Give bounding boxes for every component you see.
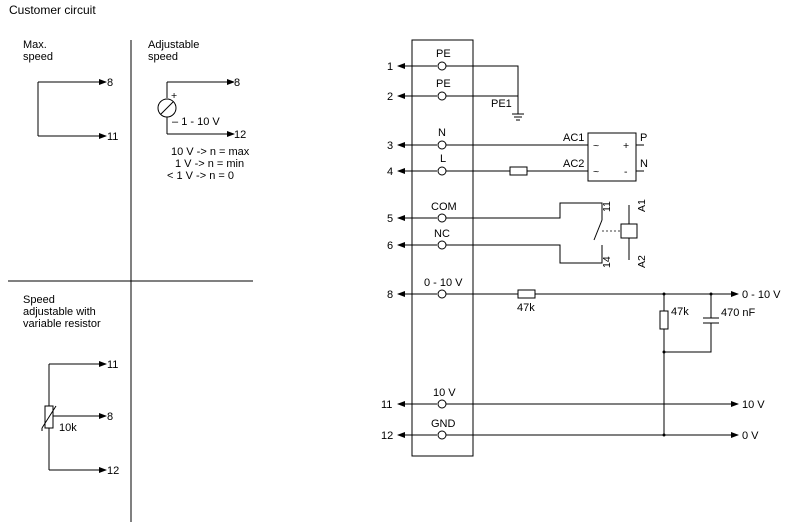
row-3-number: 3	[387, 140, 393, 152]
shunt-resistor-icon	[659, 310, 669, 330]
ac2-label: AC2	[563, 158, 584, 170]
signal-network: 47k 0 - 10 V 47k 470 nF 10 V 0 V	[446, 289, 781, 442]
row-12-number: 12	[381, 430, 393, 442]
rectifier-plus: +	[623, 140, 629, 152]
rectifier-minus: -	[624, 166, 628, 178]
row-8-label: 0 - 10 V	[424, 277, 463, 289]
ac1-label: AC1	[563, 132, 584, 144]
pe-1-wire	[446, 65, 519, 114]
rectifier-tilde-bottom: ~	[593, 166, 599, 178]
row-3-terminal	[437, 140, 447, 150]
row-5-number: 5	[387, 213, 393, 225]
row-2-number: 2	[387, 91, 393, 103]
resistor-terminal-12: 12	[107, 465, 119, 477]
resistor-label-2: adjustable with	[23, 306, 96, 318]
diagram-title: Customer circuit	[9, 3, 96, 17]
row-11-terminal	[437, 399, 447, 409]
resistor-terminal-11: 11	[107, 359, 118, 371]
max-speed-label-2: speed	[23, 51, 53, 63]
row-6-terminal	[437, 240, 447, 250]
adjustable-terminal-8: 8	[234, 77, 240, 89]
row-4-label: L	[440, 153, 446, 165]
row-4-number: 4	[387, 166, 393, 178]
adjustable-terminal-12: 12	[234, 129, 246, 141]
resistor-label-1: Speed	[23, 294, 55, 306]
resistor-label-3: variable resistor	[23, 318, 101, 330]
relay-section: 11 14 A1 A2	[446, 199, 648, 268]
rectifier-section: AC1 AC2 ~ ~ + - P N	[446, 132, 648, 182]
row-1-label: PE	[436, 48, 451, 60]
row-11-label: 10 V	[433, 387, 456, 399]
ground-0v-label: 0 V	[742, 430, 759, 442]
terminal-rows: 1 PE 2 PE 3 N 4 L 5 COM 6 NC 8 0 - 10 V	[381, 48, 463, 442]
variable-resistor-arrow	[41, 405, 57, 431]
voltage-source-slash	[160, 101, 174, 115]
row-6-label: NC	[434, 228, 450, 240]
row-5-label: COM	[431, 201, 457, 213]
speed-note-max: 10 V -> n = max	[171, 146, 250, 158]
series-resistor-icon	[517, 289, 536, 299]
row-8-number: 8	[387, 289, 393, 301]
resistor-value: 10k	[59, 422, 77, 434]
variable-resistor-block: Speed adjustable with variable resistor …	[23, 294, 119, 477]
row-2-label: PE	[436, 78, 451, 90]
speed-note-zero: < 1 V -> n = 0	[167, 170, 234, 182]
pe-label: PE1	[491, 98, 512, 110]
relay-terminal-11: 11	[601, 201, 613, 212]
junction-dot-2	[709, 292, 713, 296]
max-speed-block: Max. speed 8 11	[23, 39, 118, 143]
junction-dot-1	[662, 292, 666, 296]
junction-dot-3	[662, 350, 666, 354]
source-plus-sign: +	[171, 90, 177, 102]
relay-com-wire	[446, 202, 603, 220]
max-speed-label-1: Max.	[23, 39, 47, 51]
series-resistor-value: 47k	[517, 302, 535, 314]
row-6-number: 6	[387, 240, 393, 252]
row-3-label: N	[438, 127, 446, 139]
capacitor-value: 470 nF	[721, 307, 756, 319]
speed-note-min: 1 V -> n = min	[175, 158, 244, 170]
relay-contact-icon	[593, 219, 603, 241]
supply-10v-label: 10 V	[742, 399, 765, 411]
ground-icon	[512, 113, 524, 121]
row-8-terminal	[437, 289, 447, 299]
capacitor-lead-bottom	[664, 323, 712, 353]
protective-earth: PE1	[446, 65, 524, 121]
n-label: N	[640, 158, 648, 170]
fuse-icon	[509, 166, 528, 176]
rectifier-icon	[587, 132, 637, 182]
row-1-terminal	[437, 61, 447, 71]
relay-terminal-14: 14	[601, 256, 613, 268]
row-11-number: 11	[381, 399, 392, 411]
adjustable-label-1: Adjustable	[148, 39, 199, 51]
row-12-label: GND	[431, 418, 456, 430]
row-12-terminal	[437, 430, 447, 440]
signal-output-label: 0 - 10 V	[742, 289, 781, 301]
row-1-number: 1	[387, 61, 393, 73]
shunt-resistor-value: 47k	[671, 306, 689, 318]
max-speed-terminal-11: 11	[107, 131, 118, 143]
relay-coil-icon	[620, 223, 638, 239]
adjustable-label-2: speed	[148, 51, 178, 63]
row-4-terminal	[437, 166, 447, 176]
rectifier-tilde-top: ~	[593, 140, 599, 152]
terminal-block	[411, 39, 474, 457]
p-label: P	[640, 132, 647, 144]
capacitor-icon	[703, 317, 719, 324]
source-voltage-label: – 1 - 10 V	[172, 116, 220, 128]
row-2-terminal	[437, 91, 447, 101]
resistor-terminal-8: 8	[107, 411, 113, 423]
relay-nc-wire	[446, 244, 603, 264]
relay-terminal-a1: A1	[636, 199, 648, 212]
adjustable-speed-block: Adjustable speed + 8 12 – 1 - 10 V 10 V …	[148, 39, 250, 182]
row-5-terminal	[437, 213, 447, 223]
max-speed-terminal-8: 8	[107, 77, 113, 89]
relay-terminal-a2: A2	[636, 255, 648, 268]
